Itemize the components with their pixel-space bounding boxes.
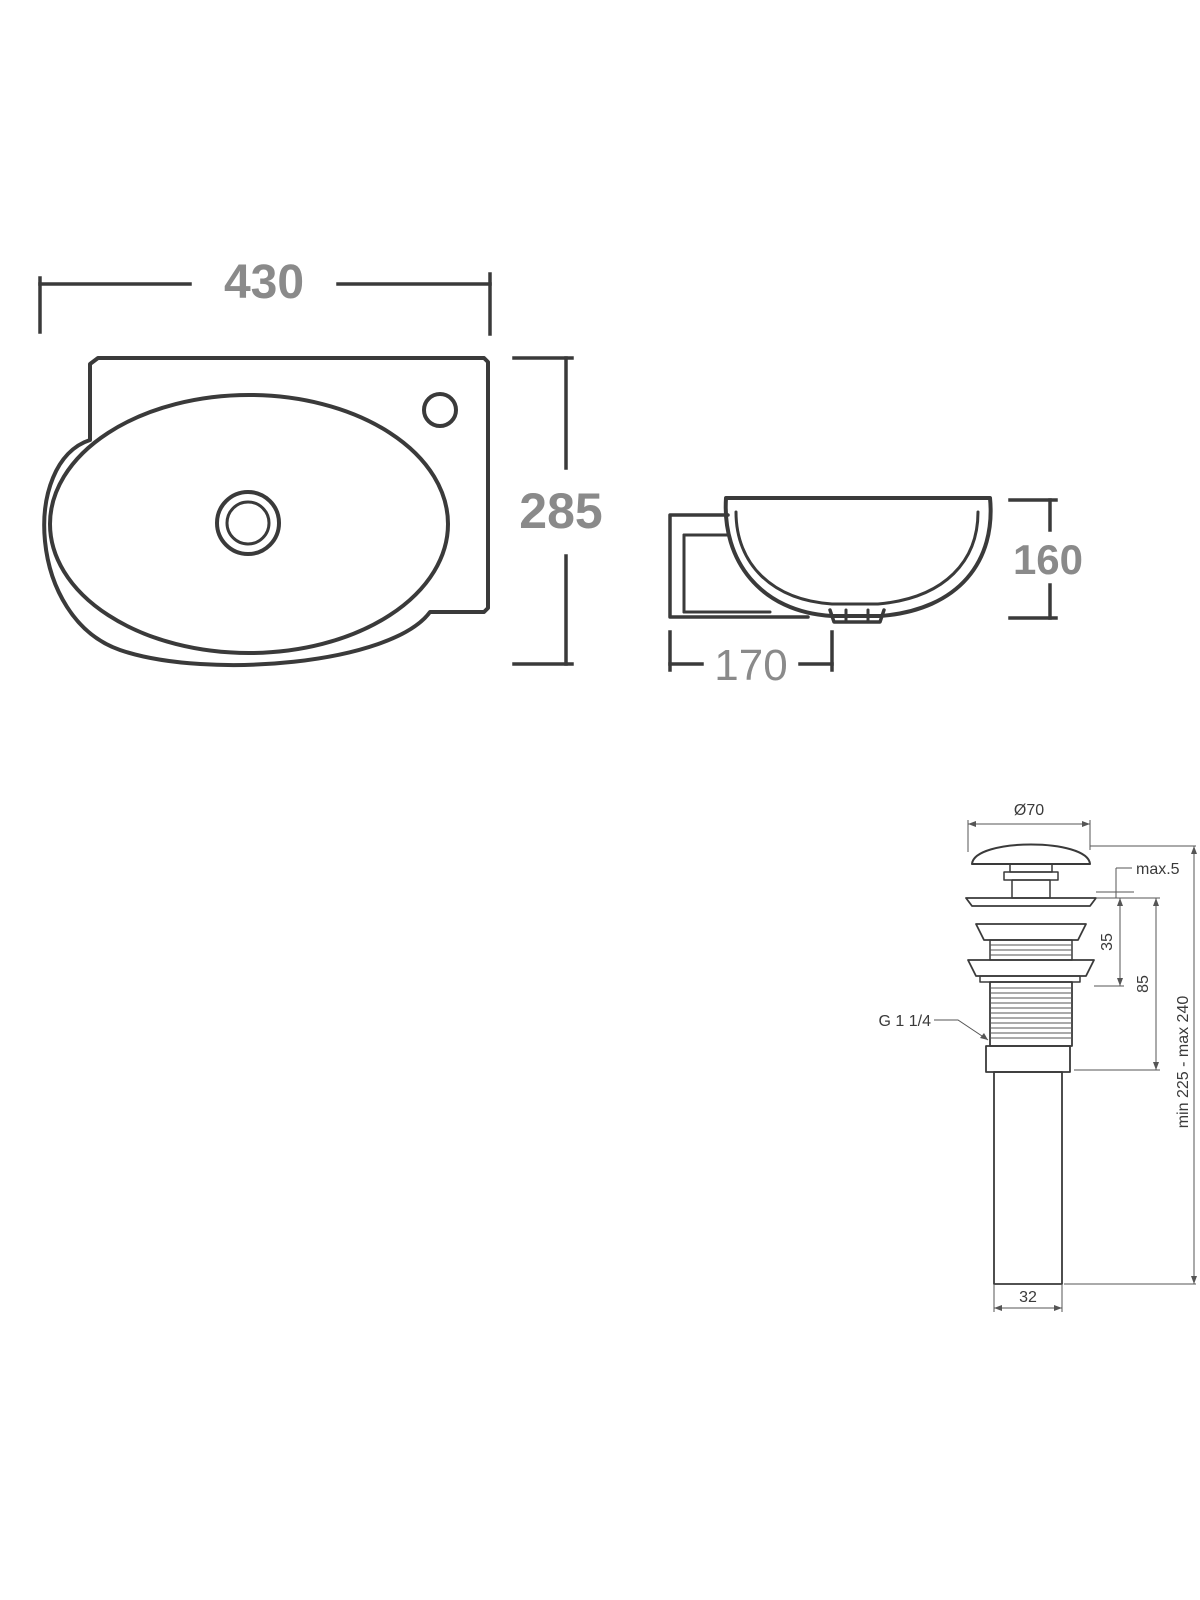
tap-hole bbox=[422, 392, 458, 428]
wall-offset-dimension: 170 bbox=[668, 630, 834, 690]
drain-detail: Ø70 bbox=[879, 802, 1197, 1312]
total-length-label: min 225 - max 240 bbox=[1175, 996, 1192, 1129]
depth-label: 285 bbox=[519, 483, 602, 539]
depth-dimension: 285 bbox=[512, 356, 603, 666]
bowl-profile bbox=[723, 496, 993, 618]
pipe-diameter-dimension: 32 bbox=[993, 1284, 1063, 1312]
thread-height-dimension: 35 bbox=[1099, 898, 1123, 986]
thread-lines bbox=[990, 987, 1072, 1039]
wall-bracket bbox=[668, 513, 810, 619]
basin-top-view: 430 285 bbox=[38, 256, 603, 667]
drain-stub bbox=[828, 608, 886, 624]
wall-offset-label: 170 bbox=[714, 641, 787, 690]
cap-diameter-dimension: Ø70 bbox=[967, 802, 1091, 852]
threaded-body bbox=[989, 981, 1073, 1047]
drain-cap bbox=[971, 843, 1091, 865]
height-dimension: 160 bbox=[1008, 498, 1083, 620]
body-height-label: 85 bbox=[1135, 975, 1152, 993]
drain-flange bbox=[965, 897, 1097, 907]
cap-diameter-label: Ø70 bbox=[1014, 802, 1044, 819]
drain-hole bbox=[215, 490, 281, 556]
total-length-dimension: min 225 - max 240 bbox=[1175, 846, 1197, 1284]
thread-height-label: 35 bbox=[1099, 933, 1116, 951]
width-label: 430 bbox=[224, 256, 304, 309]
max-gap-label: max.5 bbox=[1136, 861, 1180, 878]
width-dimension: 430 bbox=[38, 256, 492, 336]
basin-outline bbox=[42, 356, 490, 667]
pipe-diameter-label: 32 bbox=[1019, 1289, 1037, 1306]
bowl-rim bbox=[48, 393, 450, 655]
basin-side-view: 160 170 bbox=[668, 496, 1083, 690]
thread-callout: G 1 1/4 bbox=[879, 1013, 989, 1041]
height-label: 160 bbox=[1013, 536, 1083, 583]
tail-pipe bbox=[993, 1071, 1063, 1285]
drain-hole-inner bbox=[225, 500, 271, 546]
thread-label: G 1 1/4 bbox=[879, 1013, 932, 1030]
max-gap-dimension: max.5 bbox=[1115, 861, 1180, 898]
body-height-dimension: 85 bbox=[1135, 898, 1159, 1070]
